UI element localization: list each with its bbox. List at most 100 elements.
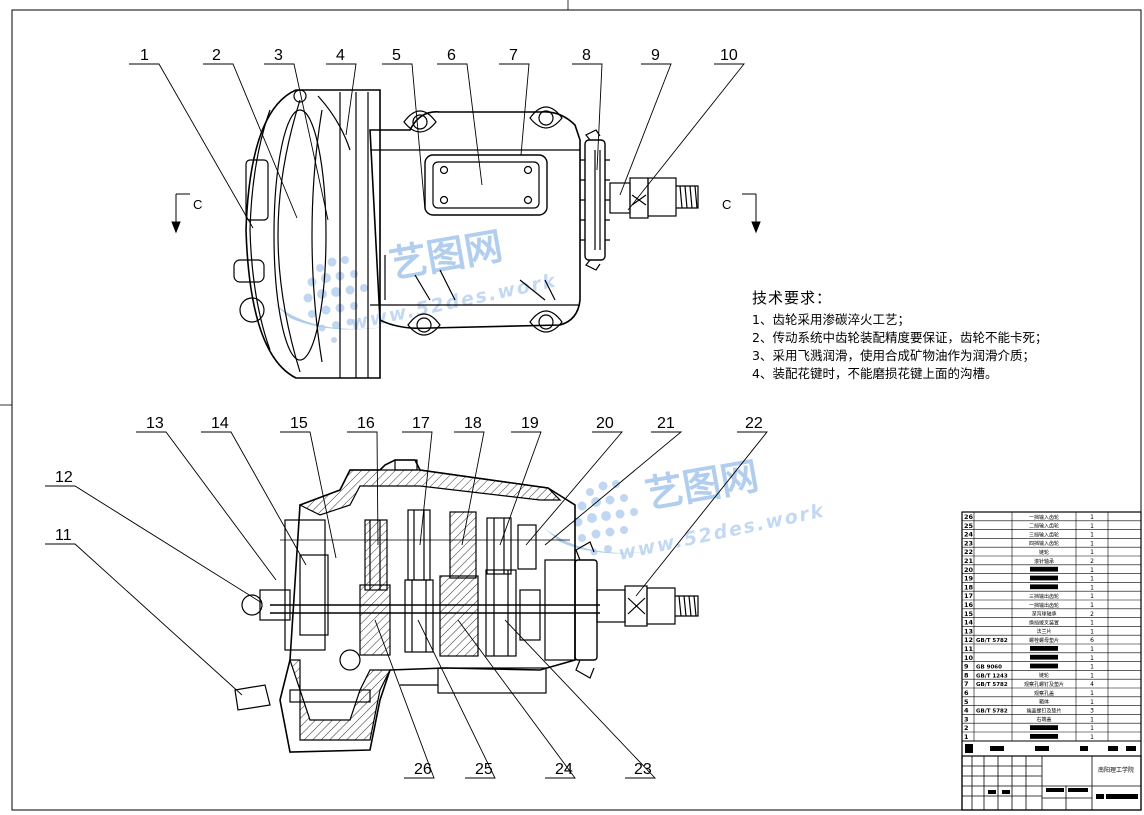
bom-redacted-name [1030, 584, 1058, 590]
callout-21: 21 [657, 415, 675, 432]
callout-26: 26 [414, 761, 432, 778]
callout-1: 1 [140, 47, 149, 64]
bom-item-no: 11 [964, 645, 974, 653]
bom-item-no: 22 [964, 548, 973, 556]
bom-item-no: 1 [964, 733, 969, 741]
watermark-logo-left [270, 256, 420, 343]
callout-3: 3 [274, 47, 283, 64]
bom-item-qty: 1 [1090, 672, 1094, 679]
bom-item-qty: 1 [1090, 628, 1094, 635]
bottom-callout-numbers: 11 12 13 14 15 16 17 18 19 20 21 22 23 2… [55, 415, 763, 778]
callout-20: 20 [596, 415, 614, 432]
bom-item-name: 箱体 [1039, 699, 1049, 706]
callout-18: 18 [464, 415, 482, 432]
bom-item-qty: 1 [1090, 584, 1094, 591]
callout-11: 11 [55, 527, 72, 544]
section-view-gearbox [234, 459, 699, 753]
callout-8: 8 [582, 47, 591, 64]
callout-14: 14 [211, 415, 229, 432]
bom-item-qty: 1 [1090, 699, 1094, 706]
bom-item-name: 观察孔螺钉及垫片 [1024, 681, 1064, 688]
bom-item-qty: 1 [1090, 734, 1094, 741]
bom-item-name: 换挡拨叉装置 [1029, 619, 1059, 626]
bom-redacted-name [1030, 663, 1058, 669]
bom-item-no: 23 [964, 539, 973, 547]
title-block-school: 南阳理工学院 [1098, 766, 1134, 774]
bom-item-qty: 1 [1090, 540, 1094, 547]
bom-item-name: 滚针轴承 [1034, 558, 1054, 565]
tech-requirement-3: 3、采用飞溅润滑，使用合成矿物油作为润滑介质； [752, 348, 1035, 363]
bom-item-qty: 1 [1090, 725, 1094, 732]
watermark-logo-right [540, 480, 690, 556]
section-marker-right [742, 193, 761, 234]
top-leaders [129, 63, 745, 229]
title-block [961, 755, 1142, 811]
bom-item-qty: 1 [1090, 523, 1094, 530]
bom-item-no: 14 [964, 619, 974, 627]
bom-item-no: 12 [964, 636, 973, 644]
bom-item-name: 一挡输入齿轮 [1029, 514, 1059, 521]
callout-10: 10 [720, 47, 738, 64]
bom-item-no: 3 [964, 715, 969, 723]
tech-requirement-1: 1、齿轮采用渗碳淬火工艺； [752, 312, 910, 327]
bom-item-no: 4 [964, 707, 969, 715]
bom-item-no: 18 [964, 583, 974, 591]
bom-item-name: 端盖螺钉及垫片 [1026, 707, 1061, 714]
bom-item-name: 三挡输出齿轮 [1029, 593, 1059, 600]
bom-redacted-name [1030, 566, 1058, 572]
bom-item-code: GB/T 1243 [976, 673, 1008, 679]
tech-requirement-4: 4、装配花键时，不能磨损花键上面的沟槽。 [752, 366, 998, 381]
bom-item-code: GB/T 5782 [976, 682, 1008, 688]
bom-item-qty: 1 [1090, 532, 1094, 539]
callout-22: 22 [745, 415, 763, 432]
callout-16: 16 [357, 415, 375, 432]
section-marker-left [171, 193, 190, 234]
bom-item-no: 15 [964, 610, 974, 618]
tech-requirement-2: 2、传动系统中齿轮装配精度要保证，齿轮不能卡死； [752, 330, 1048, 345]
bom-item-no: 8 [964, 671, 969, 679]
bom-item-qty: 6 [1090, 637, 1094, 644]
callout-19: 19 [521, 415, 539, 432]
bom-row: 25 二挡输入齿轮 1 [962, 522, 1141, 530]
tech-requirements-title: 技术要求： [752, 289, 833, 307]
bom-redacted-name [1030, 734, 1058, 739]
callout-4: 4 [336, 47, 345, 64]
top-view-gearbox [233, 89, 699, 379]
callout-15: 15 [290, 415, 308, 432]
section-label-left: C [193, 197, 202, 212]
bom-redacted-name [1030, 725, 1058, 730]
callout-24: 24 [555, 761, 573, 778]
bom-item-code: GB/T 5782 [976, 638, 1008, 644]
bom-item-name: 法兰片 [1036, 628, 1051, 635]
watermark-brand: 艺图网 [386, 224, 506, 287]
bom-item-no: 25 [964, 522, 974, 530]
bom-item-qty: 1 [1090, 646, 1094, 653]
bom-item-qty: 1 [1090, 716, 1094, 723]
bom-item-name: 三挡输入齿轮 [1029, 531, 1059, 538]
watermark-brand: 艺图网 [642, 454, 762, 517]
bom-item-name: 观察孔盖 [1034, 690, 1054, 697]
bom-item-name: 二挡输入齿轮 [1029, 523, 1059, 530]
bom-item-no: 10 [964, 654, 974, 662]
upper-gear-row [364, 509, 537, 591]
bom-item-qty: 1 [1090, 602, 1094, 609]
